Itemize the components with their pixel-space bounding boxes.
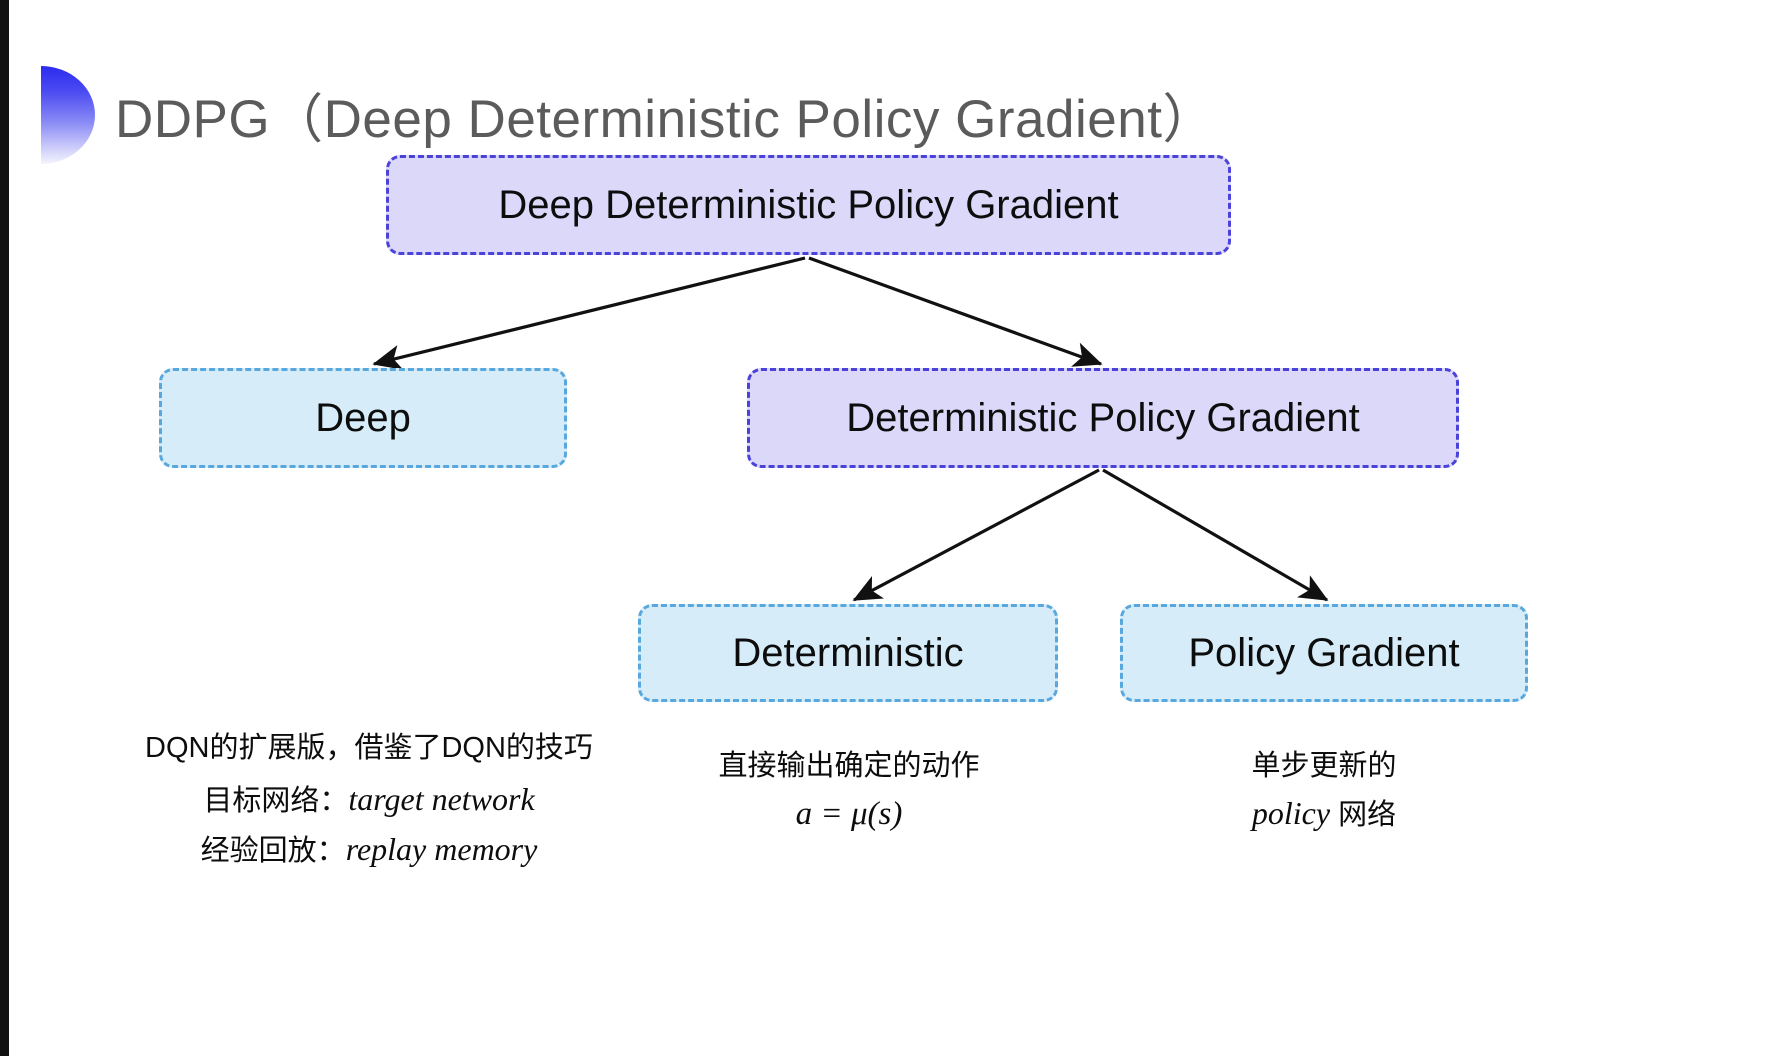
edge-dpg-to-deterministic	[852, 468, 1100, 602]
caption-deep-line2-label: 目标网络：	[203, 784, 349, 817]
caption-deep-line3: 经验回放：replay memory	[109, 825, 629, 875]
caption-deep-line2-term: target network	[348, 780, 535, 817]
caption-policy-gradient-line2: policy 网络	[1124, 789, 1524, 839]
node-label: Policy Gradient	[1188, 631, 1460, 675]
half-circle-gradient-icon	[41, 66, 95, 164]
node-deterministic-policy-gradient[interactable]: Deterministic Policy Gradient	[747, 368, 1459, 468]
edge-root-to-deep	[372, 256, 806, 370]
caption-deep-line2: 目标网络：target network	[109, 775, 629, 825]
caption-policy-gradient: 单步更新的 policy 网络	[1124, 744, 1524, 839]
page-title: DDPG（Deep Deterministic Policy Gradient）	[41, 60, 1216, 170]
edge-dpg-to-policy-gradient	[1102, 468, 1329, 602]
node-deterministic[interactable]: Deterministic	[638, 604, 1058, 702]
caption-policy-gradient-term: policy	[1251, 794, 1331, 831]
caption-deep-line3-term: replay memory	[345, 830, 538, 867]
caption-policy-gradient-line1: 单步更新的	[1251, 750, 1397, 782]
caption-policy-gradient-suffix: 网络	[1330, 798, 1397, 831]
node-deep-deterministic-policy-gradient[interactable]: Deep Deterministic Policy Gradient	[386, 155, 1231, 255]
page-title-text: DDPG（Deep Deterministic Policy Gradient）	[115, 90, 1216, 149]
node-label: Deep Deterministic Policy Gradient	[498, 183, 1119, 227]
node-label: Deterministic	[732, 631, 964, 675]
caption-deterministic: 直接输出确定的动作 a = μ(s)	[649, 744, 1049, 840]
node-deep[interactable]: Deep	[159, 368, 567, 468]
node-label: Deep	[315, 396, 411, 440]
caption-deep-line1: DQN的扩展版，借鉴了DQN的技巧	[145, 732, 593, 764]
caption-deterministic-formula: a = μ(s)	[795, 795, 903, 832]
node-policy-gradient[interactable]: Policy Gradient	[1120, 604, 1528, 702]
caption-deep: DQN的扩展版，借鉴了DQN的技巧 目标网络：target network 经验…	[109, 726, 629, 874]
caption-deterministic-line1: 直接输出确定的动作	[718, 750, 980, 782]
node-label: Deterministic Policy Gradient	[846, 396, 1360, 440]
edge-root-to-dpg	[808, 256, 1103, 367]
caption-deep-line3-label: 经验回放：	[200, 834, 346, 867]
